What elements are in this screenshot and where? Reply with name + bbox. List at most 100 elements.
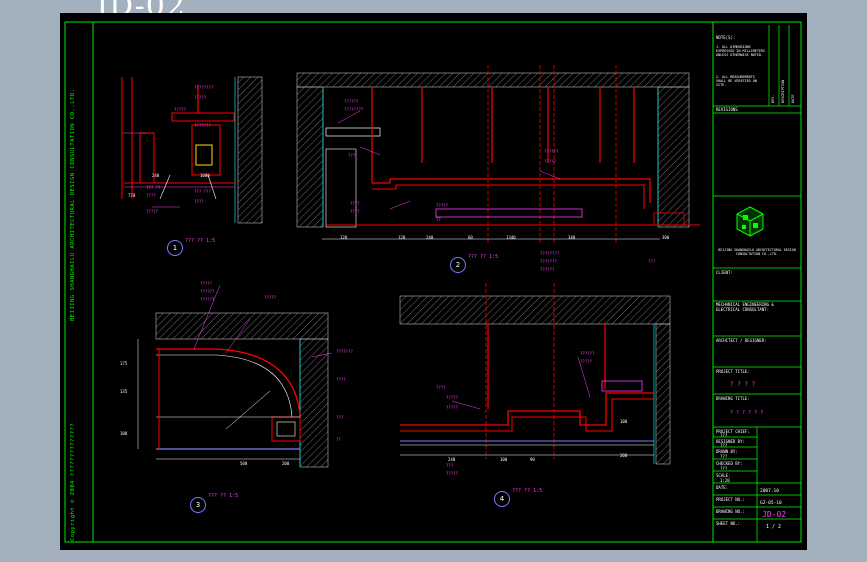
company-side-text: BEIJING SHANGHAILU ARCHITECTURAL DESIGN … [70, 88, 76, 322]
rev-col-label: REV. [771, 94, 775, 103]
sheet-no-label: SHEET NO.: [716, 521, 741, 526]
annotation: ???? [146, 193, 156, 198]
project-no-value: GZ-05-10 [760, 501, 782, 506]
view-4-bubble: 4 [494, 491, 510, 507]
view-2-bubble: 2 [450, 257, 466, 273]
annotation: ????? [446, 395, 459, 400]
annotation: ????? [194, 95, 207, 100]
annotation: ?????? [540, 267, 555, 272]
checked-by-label: CHECKED BY: [716, 461, 743, 466]
detail-view-3 [137, 312, 329, 468]
view-4-title: ??? ?? 1:5 [512, 488, 543, 494]
view-3-bubble: 3 [190, 497, 206, 513]
project-title-label: PROJECT TITLE: [716, 369, 750, 374]
annotation: ????? [146, 209, 159, 214]
project-chief-label: PROJECT CHIEF: [716, 429, 750, 434]
annotation: ??? ??? [194, 189, 211, 194]
view-1-bubble: 1 [167, 240, 183, 256]
drawing-no-label: DRAWING NO.: [716, 509, 745, 514]
annotation: ?????? [200, 297, 215, 302]
annotation: ??? [648, 259, 656, 264]
sheet-frame [64, 21, 802, 543]
annotation: ???? [194, 199, 204, 204]
dimension: 100 [500, 457, 508, 462]
note-2: 2. ALL MEASUREMENTS SHALL BE VERIFIED ON… [716, 75, 757, 87]
dimension: 500 [240, 461, 248, 466]
scale-value: 1:20 [720, 478, 730, 483]
annotation: ???? [350, 209, 360, 214]
dimension: 240 [448, 457, 456, 462]
checked-by-value: ??? [720, 466, 728, 471]
dimension: 200 [620, 453, 628, 458]
annotation: ?????? [544, 149, 559, 154]
drawing-title-label: DRAWING TITLE: [716, 396, 750, 401]
detail-view-4 [399, 283, 671, 465]
annotation: ???? [336, 377, 346, 382]
designed-by-label: DESIGNED BY: [716, 439, 745, 444]
view-3-title: ??? ?? 1:5 [208, 493, 239, 499]
annotation: ??? [446, 463, 454, 468]
architect-label: ARCHITECT / DESIGNER: [716, 338, 767, 343]
annotation: ??? [336, 415, 344, 420]
consultant-label: MECHANICAL ENGINEERING & ELECTRICAL CONS… [716, 302, 774, 312]
sheet-no-value: 1 / 2 [766, 524, 782, 530]
dimension: 120 [340, 235, 348, 240]
annotation: ?? [436, 217, 441, 222]
detail-view-2 [296, 65, 700, 245]
dimension: 100 [120, 431, 128, 436]
description-col-label: DESCRIPTION [781, 79, 785, 103]
annotation: ?????? [200, 289, 215, 294]
dimension: 135 [120, 389, 128, 394]
dimension: 1080 [200, 173, 210, 178]
view-2-title: ??? ?? 1:5 [468, 254, 499, 260]
drawing-no-value: JD-02 [762, 510, 787, 519]
drawing-title: ? ? ? ? ? ? [730, 410, 764, 416]
annotation: ?????? [580, 351, 595, 356]
annotation: ?????? [344, 99, 359, 104]
view-1-title: ??? ?? 1:5 [185, 238, 216, 244]
date-value: 2007.10 [760, 489, 779, 494]
title-block [713, 25, 801, 542]
leader-lines [122, 110, 591, 410]
dimension: 300 [662, 235, 670, 240]
notes-title: NOTE(S): [716, 35, 736, 40]
annotation: ??? ?? [146, 185, 161, 190]
detail-view-1 [121, 76, 263, 224]
annotation: ??????? [540, 259, 557, 264]
designed-by-value: ??? [720, 443, 728, 448]
annotation: ????? [200, 281, 213, 286]
dimension: 1340 [506, 235, 516, 240]
dimension: 200 [282, 461, 290, 466]
annotation: ????? [446, 471, 459, 476]
note-1: 1. ALL DIMENSIONS EXPRESSED IN MILLIMETE… [716, 45, 765, 57]
revisions-label: REVISIONS [716, 107, 738, 112]
project-chief-value: ??? [720, 433, 728, 438]
dimension: 770 [128, 193, 136, 198]
project-no-label: PROJECT NO.: [716, 497, 745, 502]
dimension: 120 [398, 235, 406, 240]
dimension: 175 [120, 361, 128, 366]
cad-sheet: BEIJING SHANGHAILU ARCHITECTURAL DESIGN … [60, 13, 807, 550]
annotation: ???????? [344, 107, 364, 112]
dimension: 240 [426, 235, 434, 240]
date-col-label: DATE [791, 94, 795, 103]
annotation: ????? [264, 295, 277, 300]
dimension: 240 [152, 173, 160, 178]
annotation: ??????? [336, 349, 353, 354]
drawn-by-value: ??? [720, 454, 728, 459]
annotation: ???? [350, 201, 360, 206]
company-logo [736, 206, 764, 237]
drawn-by-label: DRAWN BY: [716, 449, 738, 454]
client-label: CLIENT: [716, 270, 733, 275]
scale-label: SCALE: [716, 473, 731, 478]
annotation: ????? [436, 203, 449, 208]
date-label: DATE: [716, 485, 729, 490]
dimension: 90 [530, 457, 535, 462]
annotation: ?? [336, 437, 341, 442]
annotation: ???????? [194, 85, 214, 90]
dimension: 100 [620, 419, 628, 424]
copyright-side-text: Copyright © 2004 ?????????????? [70, 422, 76, 541]
company-name: BEIJING SHANGHAILU ARCHITECTURAL DESIGN … [718, 248, 796, 256]
annotation: ????? [174, 107, 187, 112]
drawing-svg [64, 21, 802, 543]
